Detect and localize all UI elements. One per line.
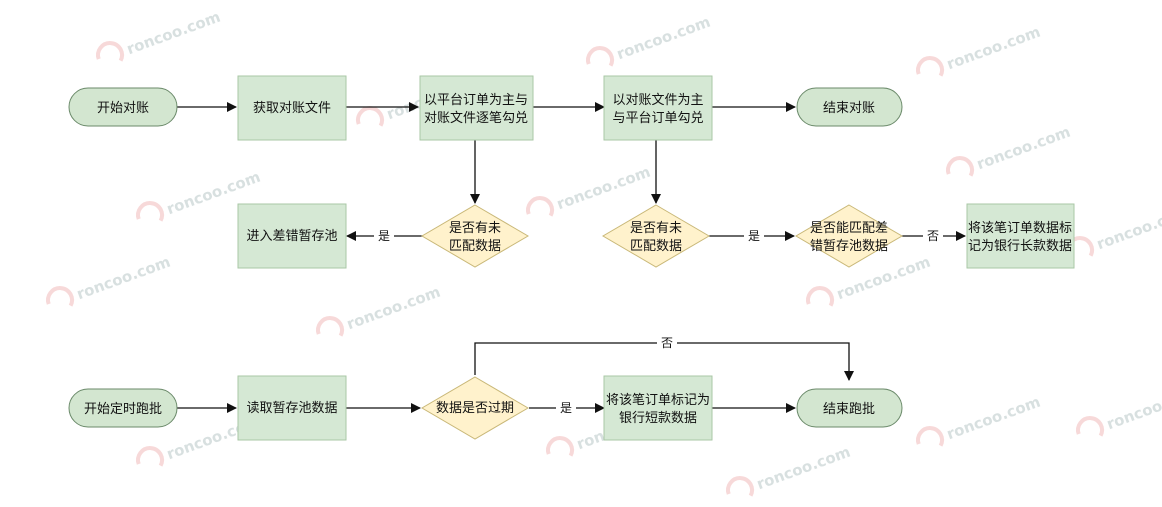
node-label: 进入差错暂存池 xyxy=(246,229,337,244)
watermark-logo: roncoo.com xyxy=(806,253,933,307)
watermark-logo: roncoo.com xyxy=(916,393,1043,447)
watermark-logo: roncoo.com xyxy=(726,443,853,497)
svg-text:roncoo.com: roncoo.com xyxy=(344,283,443,334)
node-label-line-1: 以平台订单为主与 xyxy=(424,93,528,108)
svg-text:roncoo.com: roncoo.com xyxy=(1094,203,1162,254)
watermark-logo: roncoo.com xyxy=(96,8,223,62)
node-label-line-2: 银行短款数据 xyxy=(619,411,697,426)
edge-label-no-2: 否 xyxy=(661,336,673,350)
node-label-line-1: 是否有未 xyxy=(630,221,682,236)
node-match-pool[interactable]: 是否能匹配差 错暂存池数据 xyxy=(795,204,903,268)
edge-label-yes-1: 是 xyxy=(378,229,390,243)
node-mark-long[interactable]: 将该笔订单数据标 记为银行长款数据 xyxy=(966,203,1075,269)
node-expired[interactable]: 数据是否过期 xyxy=(421,376,529,440)
watermark-logo: roncoo.com xyxy=(46,253,173,307)
edge-label-yes-2: 是 xyxy=(748,229,760,243)
watermark-logo: roncoo.com xyxy=(316,283,443,337)
edge-label-no-1: 否 xyxy=(927,229,939,243)
node-label: 获取对账文件 xyxy=(253,101,331,116)
node-label-line-1: 将该笔订单标记为 xyxy=(606,392,710,408)
node-start-batch[interactable]: 开始定时跑批 xyxy=(68,388,178,428)
node-label: 数据是否过期 xyxy=(436,401,514,416)
node-read-pool[interactable]: 读取暂存池数据 xyxy=(237,375,347,441)
node-label-line-2: 匹配数据 xyxy=(449,239,501,254)
node-label: 开始定时跑批 xyxy=(84,402,162,417)
node-get-file[interactable]: 获取对账文件 xyxy=(237,75,347,141)
nodes: 开始对账 获取对账文件 以平台订单为主与 对账文件逐笔勾兑 以对账文件为主 与平… xyxy=(68,75,1075,441)
node-platform-main[interactable]: 以平台订单为主与 对账文件逐笔勾兑 xyxy=(419,75,534,141)
watermark-logo: roncoo.com xyxy=(586,13,713,67)
svg-text:roncoo.com: roncoo.com xyxy=(124,8,223,59)
svg-text:roncoo.com: roncoo.com xyxy=(974,123,1073,174)
svg-text:roncoo.com: roncoo.com xyxy=(74,253,173,304)
node-label-line-2: 对账文件逐笔勾兑 xyxy=(424,110,528,126)
node-label: 开始对账 xyxy=(97,101,149,116)
node-label-line-1: 是否能匹配差 xyxy=(810,221,888,236)
node-error-pool[interactable]: 进入差错暂存池 xyxy=(237,203,347,269)
node-label-line-1: 是否有未 xyxy=(449,221,501,236)
node-label-line-2: 记为银行长款数据 xyxy=(968,239,1072,254)
node-mark-short[interactable]: 将该笔订单标记为 银行短款数据 xyxy=(603,375,713,441)
svg-text:roncoo.com: roncoo.com xyxy=(554,163,653,214)
edge-labels: 是 是 否 是 否 xyxy=(374,228,943,416)
node-label-line-2: 匹配数据 xyxy=(630,239,682,254)
svg-text:roncoo.com: roncoo.com xyxy=(754,443,853,494)
node-label: 结束跑批 xyxy=(823,402,875,417)
node-unmatched-2[interactable]: 是否有未 匹配数据 xyxy=(602,204,710,268)
node-start-reconcile[interactable]: 开始对账 xyxy=(68,87,178,127)
watermark-logo: roncoo.com xyxy=(1076,383,1162,437)
watermark-logo: roncoo.com xyxy=(1066,203,1162,257)
watermark-logo: roncoo.com xyxy=(526,163,653,217)
node-label-line-2: 错暂存池数据 xyxy=(810,239,888,254)
node-end-batch[interactable]: 结束跑批 xyxy=(796,388,903,428)
node-label-line-1: 将该笔订单数据标 xyxy=(968,220,1072,236)
node-end-reconcile[interactable]: 结束对账 xyxy=(796,87,903,127)
watermark-logo: roncoo.com xyxy=(916,23,1043,77)
svg-text:roncoo.com: roncoo.com xyxy=(1104,383,1162,434)
svg-text:roncoo.com: roncoo.com xyxy=(944,23,1043,74)
node-label-line-1: 以对账文件为主 xyxy=(612,93,703,108)
node-file-main[interactable]: 以对账文件为主 与平台订单勾兑 xyxy=(603,75,713,141)
node-unmatched-1[interactable]: 是否有未 匹配数据 xyxy=(421,204,529,268)
watermark-logo: roncoo.com xyxy=(946,123,1073,177)
node-label-line-2: 与平台订单勾兑 xyxy=(612,111,703,126)
svg-text:roncoo.com: roncoo.com xyxy=(614,13,713,64)
edge-label-yes-3: 是 xyxy=(560,401,572,415)
node-label: 读取暂存池数据 xyxy=(246,401,337,416)
svg-text:roncoo.com: roncoo.com xyxy=(944,393,1043,444)
node-label: 结束对账 xyxy=(823,101,875,116)
